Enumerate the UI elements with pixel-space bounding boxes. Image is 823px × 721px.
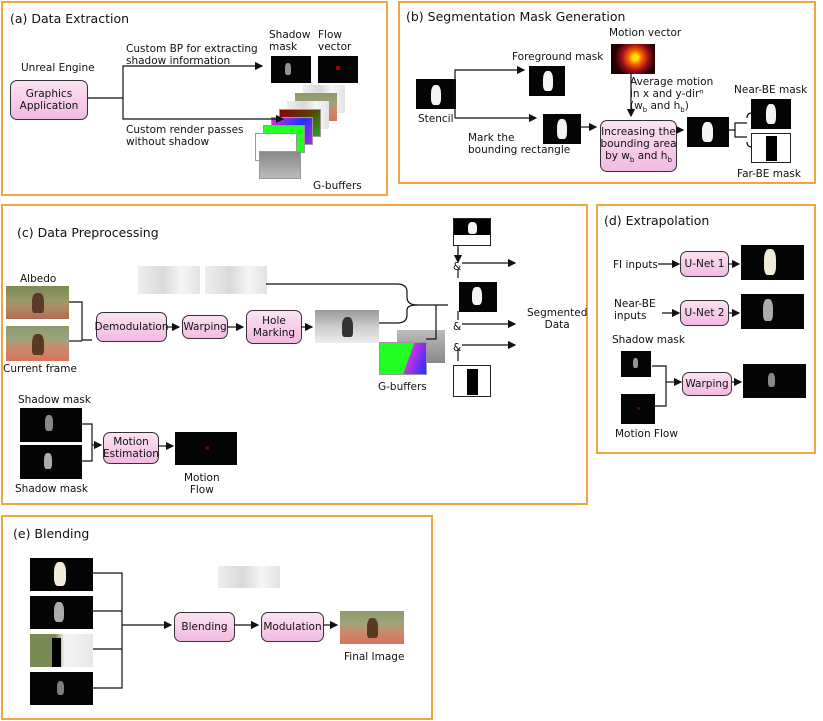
segment-mask-thumbnail	[453, 218, 491, 246]
warping-box: Warping	[682, 372, 732, 396]
blend-input-thumbnail	[30, 596, 93, 629]
hole-marking-box: Hole Marking	[246, 310, 302, 344]
shadow-mask-thumbnail	[20, 408, 82, 442]
motion-vector-label: Motion vector	[609, 27, 682, 39]
albedo-thumbnail	[6, 286, 69, 319]
foreground-mask-thumbnail	[529, 66, 565, 96]
and-operator: &	[453, 321, 462, 333]
shadow-mask-label: Shadow mask	[269, 29, 311, 53]
panel-blending: (e) Blending Blending Modulation Final I…	[1, 515, 433, 720]
final-image-thumbnail	[340, 611, 404, 644]
panel-data-extraction: (a) Data Extraction Unreal Engine Graphi…	[1, 1, 388, 196]
hole-marked-thumbnail	[315, 310, 379, 343]
bounding-rectangle-thumbnail	[543, 114, 581, 144]
blend-input-thumbnail	[30, 672, 93, 705]
unet2-box: U-Net 2	[680, 300, 729, 326]
warped-shadow-thumbnail	[743, 364, 806, 398]
warping-box: Warping	[182, 315, 228, 339]
flow-vector-label: Flow vector	[318, 29, 352, 53]
panel-extrapolation: (d) Extrapolation FI inputs U-Net 1 Near…	[596, 204, 816, 454]
unreal-engine-label: Unreal Engine	[21, 62, 95, 74]
custom-bp-label: Custom BP for extracting shadow informat…	[126, 43, 258, 67]
panel-title: (a) Data Extraction	[10, 11, 130, 26]
motion-flow-label: Motion Flow	[615, 428, 678, 440]
unet1-output-thumbnail	[741, 245, 804, 280]
warped-frame-thumbnail	[205, 266, 267, 294]
average-motion-label: Average motion in x and y-dirⁿ (wb and h…	[630, 76, 714, 115]
mark-rectangle-label: Mark the bounding rectangle	[468, 132, 571, 156]
segment-mask-thumbnail	[453, 365, 491, 397]
near-be-inputs-label: Near-BE inputs	[614, 298, 656, 322]
enlarged-mask-thumbnail	[687, 117, 729, 147]
near-be-mask-label: Near-BE mask	[734, 84, 808, 96]
blend-input-thumbnail	[30, 634, 93, 667]
demodulated-frame-thumbnail	[138, 266, 200, 294]
current-frame-thumbnail	[6, 326, 69, 361]
motion-flow-label: Motion Flow	[184, 472, 220, 496]
shadow-mask-thumbnail	[271, 56, 311, 83]
gbuffer-layer	[259, 151, 301, 179]
unet1-box: U-Net 1	[680, 251, 729, 277]
far-be-mask-thumbnail	[751, 133, 791, 163]
increasing-bounding-area-box: Increasing the bounding area by wb and h…	[600, 120, 677, 172]
near-be-mask-thumbnail	[751, 99, 791, 129]
far-be-mask-label: Far-BE mask	[737, 168, 801, 180]
segmented-data-label: Segmented Data	[527, 307, 588, 331]
motion-estimation-box: Motion Estimation	[103, 432, 159, 464]
stencil-label: Stencil	[418, 113, 454, 125]
shadow-mask-thumbnail	[621, 351, 651, 377]
demodulation-box: Demodulation	[95, 312, 169, 342]
g-buffers-label: G-buffers	[378, 381, 427, 393]
segment-mask-thumbnail	[459, 282, 497, 312]
motion-vector-thumbnail	[611, 44, 655, 74]
fi-inputs-label: FI inputs	[613, 259, 658, 271]
panel-title: (c) Data Preprocessing	[17, 225, 159, 240]
gbuffer-thumbnail	[379, 342, 427, 375]
current-frame-label: Current frame	[3, 363, 77, 375]
shadow-mask-bottom-label: Shadow mask	[15, 483, 88, 495]
graphics-application-box: Graphics Application	[10, 80, 88, 120]
washed-overlay-thumbnail	[218, 566, 280, 588]
blend-input-thumbnail	[30, 558, 93, 591]
panel-data-preprocessing: (c) Data Preprocessing Albedo Current fr…	[1, 204, 588, 505]
g-buffers-label: G-buffers	[313, 180, 362, 192]
panel-title: (b) Segmentation Mask Generation	[406, 9, 626, 24]
panel-title: (e) Blending	[13, 526, 90, 541]
shadow-mask-top-label: Shadow mask	[18, 394, 91, 406]
albedo-label: Albedo	[20, 273, 57, 285]
motion-flow-thumbnail	[621, 394, 655, 424]
panel-title: (d) Extrapolation	[604, 213, 710, 228]
shadow-mask-label: Shadow mask	[612, 334, 685, 346]
blending-box: Blending	[174, 612, 235, 642]
and-operator: &	[453, 261, 462, 273]
and-operator: &	[453, 342, 462, 354]
modulation-box: Modulation	[261, 612, 324, 642]
flow-vector-thumbnail	[318, 56, 358, 83]
panel-segmentation-mask: (b) Segmentation Mask Generation Motion …	[398, 1, 816, 184]
stencil-thumbnail	[416, 79, 456, 109]
shadow-mask-thumbnail	[20, 445, 82, 479]
unet2-output-thumbnail	[741, 294, 804, 329]
custom-render-label: Custom render passes without shadow	[126, 124, 244, 148]
motion-flow-thumbnail	[175, 432, 237, 465]
final-image-label: Final Image	[344, 651, 405, 663]
foreground-mask-label: Foreground mask	[512, 51, 604, 63]
